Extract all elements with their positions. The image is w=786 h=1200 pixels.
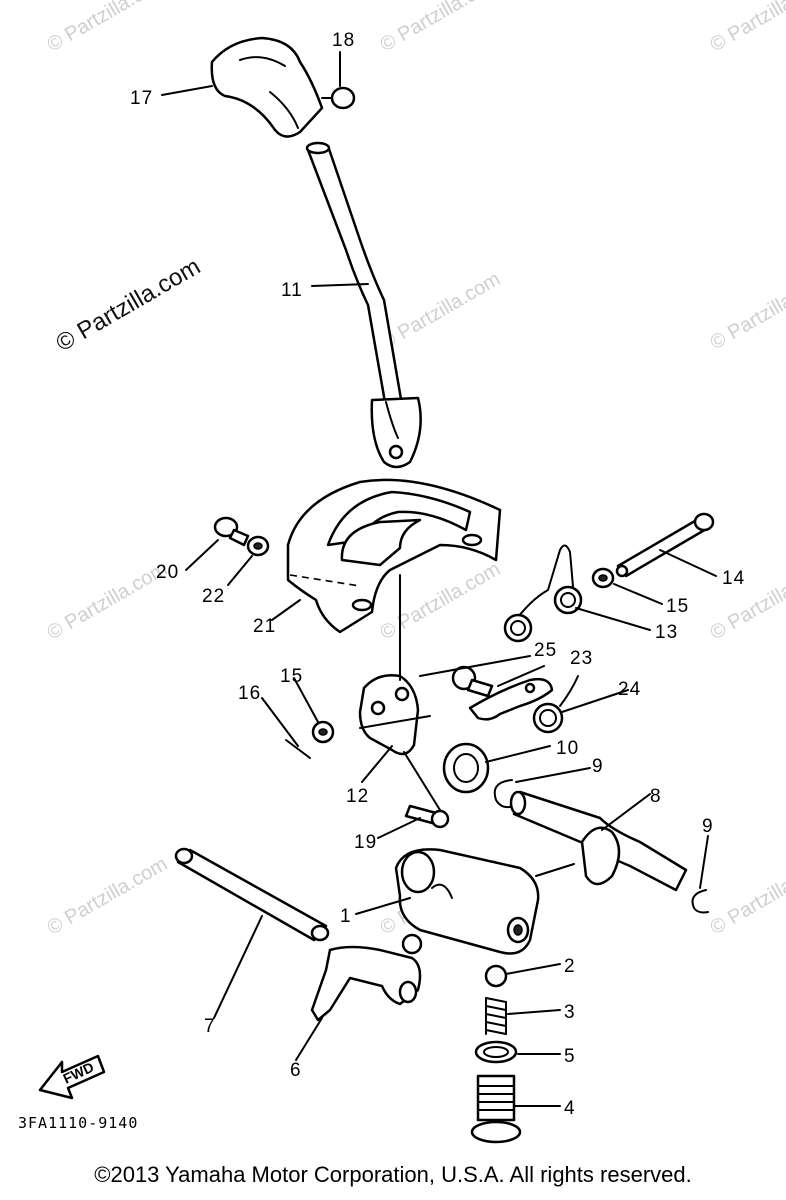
part-16-cotter-pin <box>285 739 311 759</box>
part-15-washer-right <box>591 567 615 589</box>
part-1-shift-drum <box>394 848 540 955</box>
part-24-torsion-spring <box>532 675 579 734</box>
part-10-oil-seal <box>442 742 490 794</box>
callout-10: 10 <box>556 738 579 759</box>
watermark-text: © Partzilla.com <box>377 268 505 354</box>
watermark-text: © Partzilla.com <box>44 853 172 939</box>
callout-3: 3 <box>564 1002 576 1023</box>
copyright-footer: ©2013 Yamaha Motor Corporation, U.S.A. A… <box>94 1162 692 1187</box>
part-15-washer-left <box>311 720 335 744</box>
callout-1: 1 <box>340 906 352 927</box>
callout-4: 4 <box>564 1098 576 1119</box>
callout-16: 16 <box>238 683 261 704</box>
part-9-circlip-upper <box>493 779 515 809</box>
part-13-spring <box>503 544 583 643</box>
callout-7: 7 <box>204 1016 216 1037</box>
callout-21: 21 <box>253 616 276 637</box>
callout-15-right: 15 <box>666 596 689 617</box>
part-14-pin <box>615 512 715 578</box>
callout-23: 23 <box>570 648 593 669</box>
callout-2: 2 <box>564 956 576 977</box>
part-5-gasket <box>474 1040 518 1064</box>
watermark-text: © Partzilla.com <box>44 558 172 644</box>
part-20-bolt <box>213 516 250 547</box>
watermark-text: © Partzilla.com <box>707 268 786 354</box>
callout-20: 20 <box>156 562 179 583</box>
callout-25: 25 <box>534 640 557 661</box>
watermark-text: © Partzilla.com <box>707 0 786 56</box>
part-17-shift-knob <box>210 36 324 138</box>
part-6-shift-fork <box>310 933 423 1022</box>
part-9-circlip-lower <box>691 889 709 914</box>
callout-5: 5 <box>564 1046 576 1067</box>
part-2-ball <box>484 964 508 988</box>
part-11-shift-rod <box>305 141 422 469</box>
callout-22: 22 <box>202 586 225 607</box>
leader-lines <box>161 51 717 1107</box>
part-21-shift-guide <box>286 478 502 634</box>
callout-17: 17 <box>130 88 153 109</box>
watermark-text: © Partzilla.com <box>707 558 786 644</box>
watermark-text: © Partzilla.com <box>44 0 172 56</box>
callout-12: 12 <box>346 786 369 807</box>
callout-18: 18 <box>332 30 355 51</box>
part-3-spring <box>485 997 507 1035</box>
watermark-text: © Partzilla.com <box>377 558 505 644</box>
callout-11: 11 <box>281 280 303 301</box>
part-19-bolt <box>403 751 450 829</box>
callout-6: 6 <box>290 1060 302 1081</box>
callout-8: 8 <box>650 786 662 807</box>
callout-9-upper: 9 <box>592 756 604 777</box>
callout-14: 14 <box>722 568 745 589</box>
callout-9-lower: 9 <box>702 816 714 837</box>
part-12-shift-arm <box>358 574 431 756</box>
callout-19: 19 <box>354 832 377 853</box>
part-23-stopper-lever <box>468 677 554 721</box>
part-22-washer <box>246 535 270 557</box>
watermark-text: © Partzilla.com <box>707 853 786 939</box>
callout-24: 24 <box>618 679 641 700</box>
callout-15-left: 15 <box>280 666 303 687</box>
fwd-arrow-icon: FWD <box>38 1054 106 1100</box>
watermarks: © Partzilla.com © Partzilla.com © Partzi… <box>44 0 786 939</box>
part-7-fork-shaft <box>174 847 330 942</box>
watermark-text: © Partzilla.com <box>377 0 505 56</box>
part-25-bolt <box>451 665 494 698</box>
watermark-main: © Partzilla.com <box>52 253 206 357</box>
part-18-screw <box>321 86 356 110</box>
part-4-plug <box>470 1074 522 1144</box>
callout-numbers: 17 18 11 20 22 21 14 15 13 25 23 24 16 1… <box>130 30 745 1119</box>
diagram-code: 3FA1110-9140 <box>18 1114 139 1132</box>
callout-13: 13 <box>655 622 678 643</box>
